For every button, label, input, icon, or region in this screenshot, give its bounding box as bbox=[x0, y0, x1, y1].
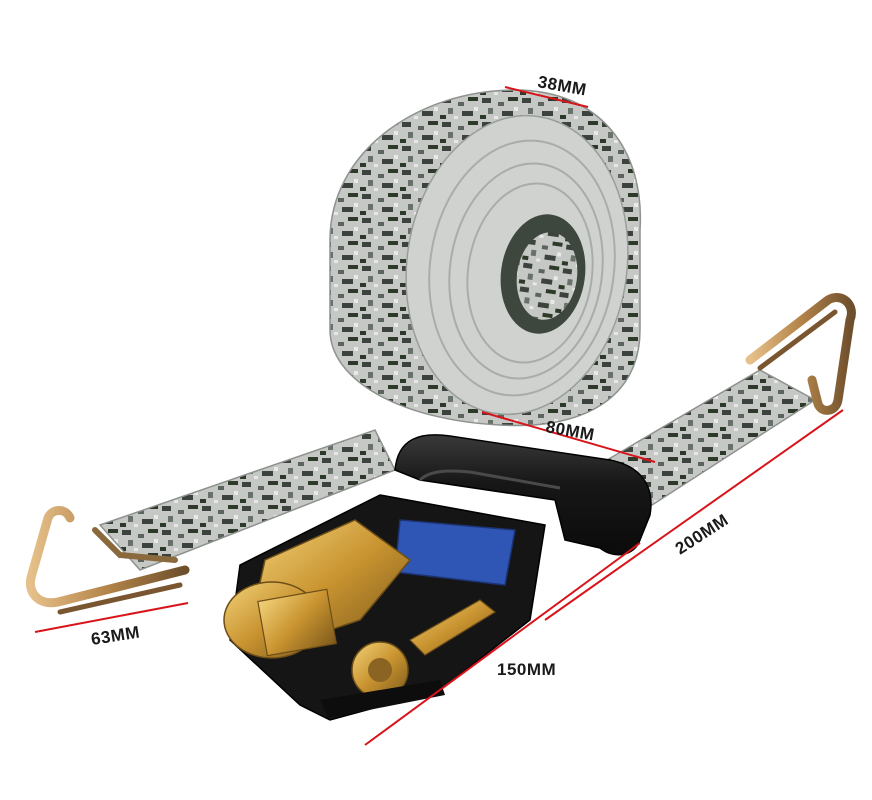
dimension-line-63mm bbox=[34, 602, 189, 633]
j-hook-right bbox=[745, 293, 856, 415]
j-hook-left bbox=[26, 506, 190, 615]
dimension-line-200mm bbox=[544, 409, 844, 621]
ratchet-handle bbox=[394, 434, 652, 556]
dim-label-150mm: 150MM bbox=[497, 660, 556, 679]
dim-label-63mm: 63MM bbox=[90, 622, 142, 648]
ratchet-buckle bbox=[223, 494, 546, 721]
dim-label-80mm: 80MM bbox=[544, 417, 596, 444]
dimension-line-150mm bbox=[364, 542, 641, 746]
dimension-lines bbox=[34, 86, 844, 746]
webbing-roll bbox=[329, 89, 642, 427]
dimension-line-80mm bbox=[481, 411, 656, 463]
dim-label-200mm: 200MM bbox=[672, 510, 732, 558]
dimension-line-38mm bbox=[504, 86, 589, 108]
